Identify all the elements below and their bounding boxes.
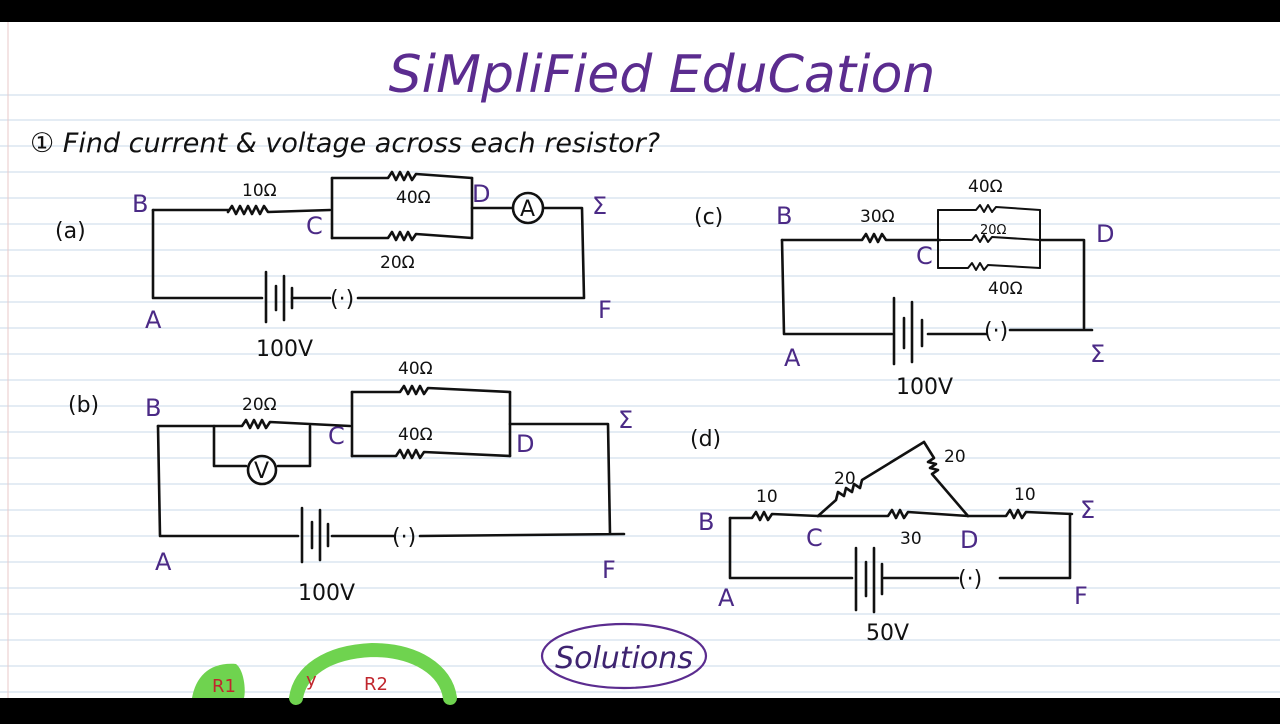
circuit-a-battery — [264, 270, 294, 324]
notebook-page — [0, 22, 1280, 698]
circuit-b-voltmeter-label: V — [254, 459, 269, 484]
circuit-d-node-d: D — [960, 526, 978, 554]
circuit-c-label-par-1: 40Ω — [968, 177, 1003, 197]
circuit-c-resistor-par-1 — [937, 204, 1041, 213]
circuit-c-node-b: B — [776, 202, 792, 230]
circuit-b-tag: (b) — [68, 393, 99, 418]
circuit-b-battery-label: 100V — [298, 581, 355, 606]
circuit-b-voltmeter-branch — [212, 424, 312, 468]
circuit-b-resistor-par-top — [350, 384, 512, 396]
circuit-d-resistor-tri-left — [816, 440, 926, 518]
question-text: ① Find current & voltage across each res… — [30, 128, 660, 159]
circuit-c-label-par-2: 20Ω — [980, 223, 1007, 238]
ruled-lines — [0, 22, 1280, 698]
circuit-c-label-par-3: 40Ω — [988, 279, 1023, 299]
circuit-d-switch: (·) — [958, 567, 982, 592]
circuit-c-node-e: Σ — [1090, 340, 1105, 368]
circuit-a-node-d: D — [472, 180, 490, 208]
circuit-a-tag: (a) — [55, 219, 86, 244]
label-r1: R1 — [212, 676, 236, 697]
solutions-callout: Solutions — [540, 622, 708, 690]
green-highlight-arc — [289, 642, 457, 705]
circuit-b-battery — [300, 506, 330, 564]
circuit-a-resistor-par-top — [330, 170, 474, 182]
circuit-d-battery-label: 50V — [866, 621, 909, 646]
label-y: y — [306, 670, 317, 691]
circuit-d-label-tri-left: 20 — [834, 469, 856, 489]
circuit-d-resistor-tri-right — [922, 440, 970, 518]
circuit-b-resistor-series — [156, 418, 352, 430]
top-black-bar — [0, 0, 1280, 22]
circuit-a-label-par-top: 40Ω — [396, 188, 431, 208]
circuit-c-resistor-par-2 — [939, 234, 1041, 243]
circuit-a-wires — [151, 206, 586, 300]
circuit-c-label-series: 30Ω — [860, 207, 895, 227]
circuit-b: (b) B C D Σ A F 20Ω V 40Ω 40Ω 100V (·) — [68, 359, 633, 606]
circuit-c: (c) B C D A Σ 30Ω 40Ω 20Ω 40Ω 100V (·) — [694, 177, 1114, 400]
circuit-a-node-f: F — [598, 296, 612, 324]
circuit-a-ammeter-label: A — [520, 197, 535, 222]
circuit-d-node-e: Σ — [1080, 496, 1095, 524]
circuit-b-switch: (·) — [392, 525, 416, 550]
circuit-c-battery-label: 100V — [896, 375, 953, 400]
next-slide-preview: R1 y R2 — [192, 642, 457, 705]
circuit-d-node-f: F — [1074, 582, 1088, 610]
circuit-d-resistor-left — [728, 510, 820, 522]
page-title: SiMpliFied EduCation — [389, 45, 936, 105]
green-highlight-left — [192, 663, 245, 698]
circuit-b-node-b: B — [145, 394, 161, 422]
circuit-a-node-e: Σ — [592, 192, 607, 220]
circuit-a-resistor-par-bottom — [330, 230, 474, 242]
circuit-b-node-d: D — [516, 430, 534, 458]
circuit-b-label-par-bottom: 40Ω — [398, 425, 433, 445]
circuit-a-switch: (·) — [330, 287, 354, 312]
circuit-b-resistor-par-bottom — [350, 448, 512, 460]
circuit-a-label-par-bottom: 20Ω — [380, 253, 415, 273]
circuit-b-voltmeter — [246, 454, 278, 486]
circuit-a-node-a: A — [145, 306, 162, 334]
circuit-b-node-a: A — [155, 548, 172, 576]
circuit-a-label-series: 10Ω — [242, 181, 277, 201]
circuit-d-node-a: A — [718, 584, 735, 612]
circuit-a-node-b: B — [132, 190, 148, 218]
label-r2: R2 — [364, 674, 388, 695]
circuit-a-battery-label: 100V — [256, 337, 313, 362]
circuit-b-wires — [156, 422, 626, 538]
circuit-d-wires — [728, 512, 1072, 580]
solutions-ellipse — [540, 622, 708, 690]
circuit-d-battery — [854, 546, 884, 614]
circuit-d-label-right: 10 — [1014, 485, 1036, 505]
circuit-c-resistor-par-3 — [937, 262, 1041, 271]
circuit-b-node-c: C — [328, 422, 345, 450]
circuit-c-node-a: A — [784, 344, 801, 372]
circuit-a-resistor-series — [226, 204, 332, 216]
circuit-d-resistor-middle — [816, 508, 970, 520]
circuit-a: (a) B C D Σ A F 10Ω 40Ω 20Ω A 100V (·) — [55, 170, 612, 362]
circuit-c-resistor-series — [780, 232, 942, 244]
circuit-c-tag: (c) — [694, 205, 723, 230]
circuit-a-ammeter — [511, 191, 545, 225]
circuit-d-node-c: C — [806, 524, 823, 552]
circuit-d-label-middle: 30 — [900, 529, 922, 549]
circuit-d-resistor-right — [966, 508, 1074, 520]
circuit-b-label-par-top: 40Ω — [398, 359, 433, 379]
circuit-c-wires — [780, 238, 1094, 336]
circuit-c-node-d: D — [1096, 220, 1114, 248]
circuit-a-node-c: C — [306, 212, 323, 240]
bottom-black-bar — [0, 698, 1280, 720]
circuit-d: (d) B C D Σ A F 10 20 20 30 10 50V (·) — [690, 427, 1095, 646]
circuit-b-label-series: 20Ω — [242, 395, 277, 415]
circuit-d-label-left: 10 — [756, 487, 778, 507]
circuit-d-tag: (d) — [690, 427, 721, 452]
circuit-d-label-tri-right: 20 — [944, 447, 966, 467]
circuit-c-node-c: C — [916, 242, 933, 270]
circuit-b-node-e: Σ — [618, 406, 633, 434]
circuit-c-switch: (·) — [984, 319, 1008, 344]
circuit-c-battery — [892, 296, 924, 366]
solutions-label: Solutions — [555, 641, 693, 676]
circuit-b-node-f: F — [602, 556, 616, 584]
circuit-d-node-b: B — [698, 508, 714, 536]
